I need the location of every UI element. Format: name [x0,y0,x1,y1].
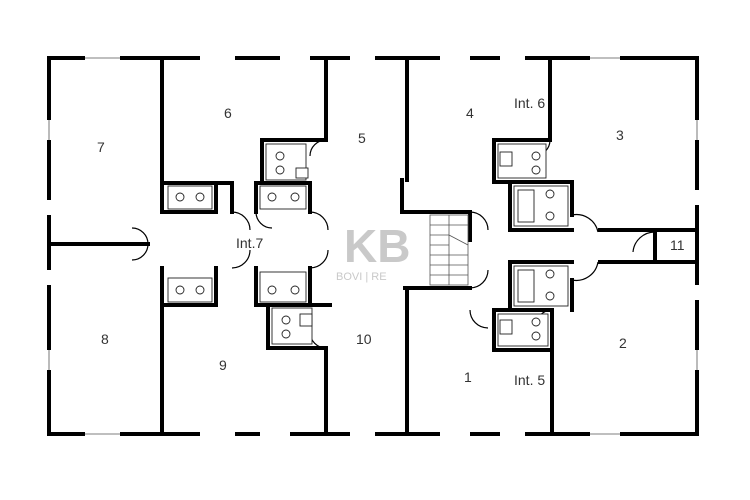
room-label-6: 6 [224,105,232,121]
interior-walls [47,56,699,436]
room-label-9: 9 [219,357,227,373]
watermark-logo: KB [344,220,410,272]
corridor-label-int7: Int.7 [236,235,263,251]
corridor-label-int5: Int. 5 [514,372,545,388]
room-label-4: 4 [466,105,474,121]
room-label-5: 5 [358,130,366,146]
sanitary-fixtures [167,143,569,347]
watermark-text: BOVI | RE [336,271,387,283]
watermark: KB BOVI | RE [336,220,410,283]
staircase [429,214,469,286]
outer-walls [46,55,700,437]
corridor-label-int6: Int. 6 [514,95,545,111]
room-label-7: 7 [97,139,105,155]
room-label-2: 2 [619,335,627,351]
room-label-3: 3 [616,127,624,143]
room-label-1: 1 [464,369,472,385]
room-label-8: 8 [101,331,109,347]
room-labels: 7 6 5 4 3 8 9 10 1 2 11 Int. 6 Int. 5 In… [97,95,685,388]
room-label-11: 11 [670,237,685,253]
room-label-10: 10 [356,331,372,347]
